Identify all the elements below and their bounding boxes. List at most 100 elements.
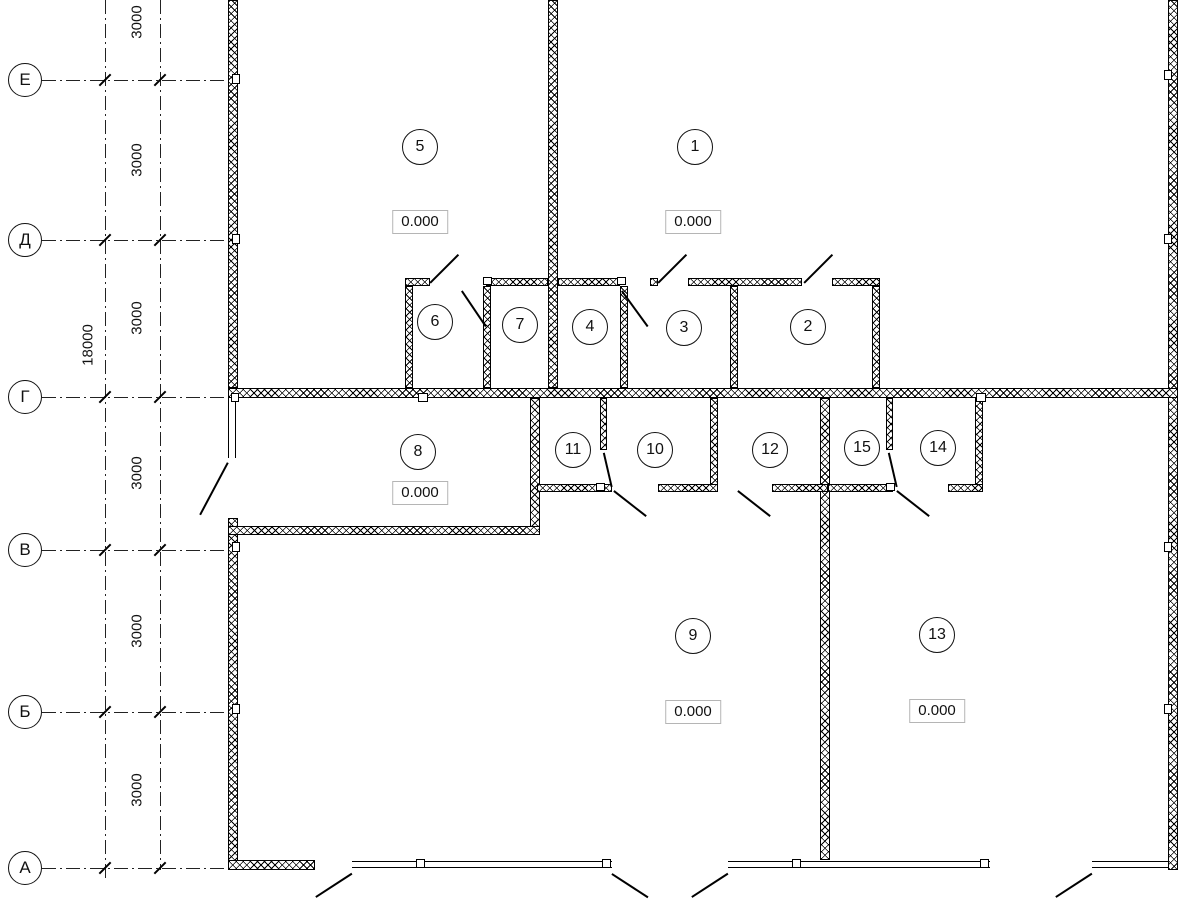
door-leaf-entry-2b [691, 873, 729, 898]
wall-room14-right [975, 398, 983, 492]
room-number-12: 12 [752, 432, 788, 468]
wall-tie-mark [596, 483, 605, 491]
wall-tie-mark [1164, 542, 1172, 552]
wall-band-bottom-room12 [772, 484, 828, 492]
door-leaf-room14-bottom [896, 490, 930, 517]
axis-bubble-g: Г [8, 380, 42, 414]
partition-room6-7 [483, 286, 491, 388]
axis-letter: А [19, 858, 31, 877]
elevation-value: 0.000 [401, 484, 439, 501]
wall-tie-mark [886, 483, 895, 491]
room-number-1: 1 [677, 129, 713, 165]
wall-band-bottom-room15 [828, 484, 893, 492]
partition-room2-right [872, 286, 880, 388]
wall-band-bottom-room11 [537, 484, 612, 492]
elevation-value: 0.000 [674, 213, 712, 230]
wall-tie-mark [602, 859, 611, 868]
room-number-label: 13 [928, 626, 946, 643]
elevation-value: 0.000 [674, 703, 712, 720]
door-leaf-room11 [613, 490, 647, 517]
axis-line-g [42, 397, 230, 398]
partition-room4-3 [620, 286, 628, 388]
partition-room3-2 [730, 286, 738, 388]
axis-bubble-b: Б [8, 695, 42, 729]
wall-band-top-seg3 [558, 278, 620, 286]
wall-axis-g-main [228, 388, 1178, 398]
room-number-label: 8 [413, 443, 423, 460]
axis-letter: Б [19, 702, 31, 721]
wall-tie-mark [232, 704, 240, 714]
wall-band-top-seg5 [688, 278, 802, 286]
room-number-15: 15 [844, 430, 880, 466]
wall-tie-mark [418, 393, 428, 402]
wall-band-bottom-room10 [658, 484, 718, 492]
room-number-11: 11 [555, 432, 591, 468]
dimension-label-3000: 3000 [128, 3, 146, 41]
wall-exterior-left-lower [228, 518, 238, 870]
room-number-3: 3 [666, 310, 702, 346]
wall-band-bottom-room14 [948, 484, 983, 492]
window-bottom-3 [1092, 861, 1168, 868]
axis-bubble-d: Д [8, 223, 42, 257]
door-leaf-room14 [888, 452, 898, 488]
axis-bubble-a: А [8, 851, 42, 885]
door-leaf-left-wall [199, 462, 229, 516]
wall-band-top-seg1 [405, 278, 430, 286]
axis-line-e [42, 80, 230, 81]
wall-band-top-seg2 [486, 278, 548, 286]
room-number-9: 9 [675, 618, 711, 654]
partition-room11-10 [600, 398, 607, 450]
wall-tie-mark [1164, 704, 1172, 714]
axis-line-a [42, 868, 230, 869]
elevation-mark-room1: 0.000 [665, 210, 721, 234]
room-number-label: 3 [679, 319, 689, 336]
axis-letter: Г [20, 387, 30, 406]
room-number-label: 4 [585, 318, 595, 335]
wall-tie-mark [976, 393, 986, 402]
wall-room8-right [530, 398, 540, 535]
axis-bubble-e: Е [8, 63, 42, 97]
axis-line-v [42, 550, 230, 551]
room-number-label: 9 [688, 627, 698, 644]
room-number-8: 8 [400, 434, 436, 470]
room-number-10: 10 [637, 432, 673, 468]
room-number-label: 6 [430, 313, 440, 330]
axis-letter: Д [19, 230, 31, 249]
dimension-label-3000: 3000 [128, 612, 146, 650]
wall-tie-mark [232, 542, 240, 552]
dimension-label-18000: 18000 [79, 322, 97, 368]
wall-exterior-bottom-left [228, 860, 315, 870]
room-number-13: 13 [919, 617, 955, 653]
wall-center-long [820, 398, 830, 860]
axis-bubble-v: В [8, 533, 42, 567]
wall-room10-12 [710, 398, 718, 492]
room-number-6: 6 [417, 304, 453, 340]
dimension-label-3000: 3000 [128, 141, 146, 179]
door-leaf-entry-3 [1055, 873, 1093, 898]
axis-letter: Е [19, 70, 31, 89]
elevation-value: 0.000 [918, 702, 956, 719]
wall-tie-mark [232, 234, 240, 244]
room-number-label: 2 [803, 318, 813, 335]
room-number-label: 10 [646, 441, 664, 458]
wall-exterior-left-upper [228, 0, 238, 388]
door-leaf-entry-2a [611, 873, 649, 898]
wall-tie-mark [416, 859, 425, 868]
wall-tie-mark [792, 859, 801, 868]
elevation-value: 0.000 [401, 213, 439, 230]
room-number-5: 5 [402, 129, 438, 165]
door-leaf-room12 [737, 490, 771, 517]
elevation-mark-room13: 0.000 [909, 699, 965, 723]
wall-room8-bottom [228, 526, 540, 535]
room-number-label: 7 [515, 316, 525, 333]
wall-tie-mark [232, 74, 240, 84]
door-leaf-room10 [603, 452, 613, 488]
wall-tie-mark [483, 277, 492, 285]
dimension-label-3000: 3000 [128, 454, 146, 492]
door-leaf-room1 [657, 253, 687, 284]
wall-tie-mark [980, 859, 989, 868]
room-number-14: 14 [920, 430, 956, 466]
room-number-label: 12 [761, 441, 779, 458]
partition-room15-14 [886, 398, 893, 450]
